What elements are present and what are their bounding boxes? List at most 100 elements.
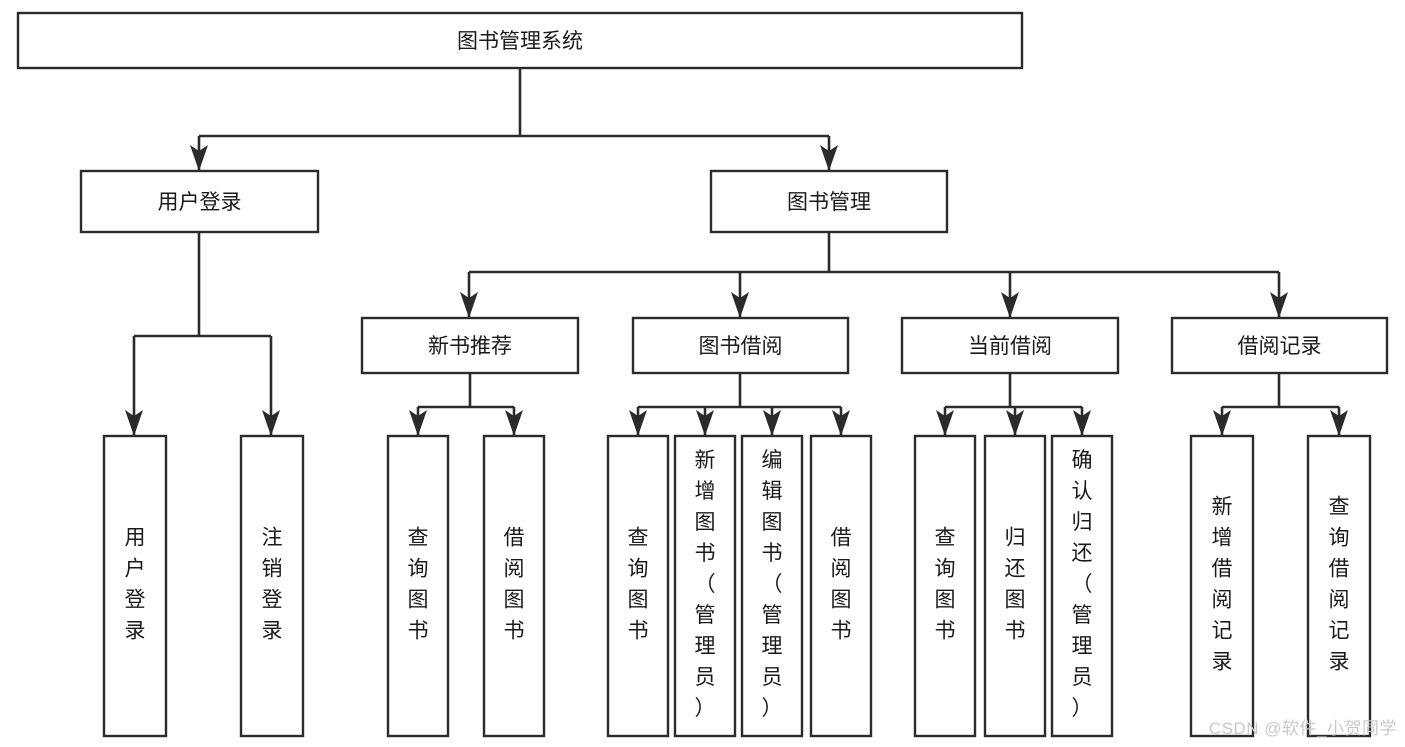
arrow-down-icon [1213, 410, 1231, 436]
node-user-login[interactable]: 用户登录 [79, 169, 320, 234]
node-label-char: 图 [408, 589, 429, 612]
node-label-char: 还 [1005, 558, 1026, 581]
node-leaf-borrow-do[interactable]: 借阅图书 [809, 434, 873, 738]
node-label: 图书管理系统 [457, 30, 583, 53]
node-label-char: 理 [1072, 635, 1093, 658]
node-layer: 图书管理系统用户登录图书管理新书推荐图书借阅当前借阅借阅记录用户登录注销登录查询… [16, 11, 1389, 738]
edge-book-manage-branch [460, 232, 1288, 318]
node-label: 用户登录 [158, 191, 242, 214]
node-label-char: 认 [1072, 480, 1093, 503]
node-label-char: 阅 [1212, 589, 1233, 612]
node-box[interactable] [1050, 434, 1114, 738]
node-box[interactable] [386, 434, 450, 738]
node-box[interactable] [631, 316, 850, 375]
node-box[interactable] [79, 169, 320, 234]
node-label: 查询图书 [628, 527, 649, 643]
node-leaf-borrow-query[interactable]: 查询图书 [606, 434, 670, 738]
node-root[interactable]: 图书管理系统 [16, 11, 1024, 70]
node-box[interactable] [239, 434, 305, 738]
node-label-char: 还 [1072, 542, 1093, 565]
node-box[interactable] [1189, 434, 1255, 738]
node-label: 确认归还（管理员） [1072, 449, 1093, 720]
node-box[interactable] [673, 434, 737, 738]
node-label: 新增借阅记录 [1212, 496, 1233, 674]
node-label-char: 图 [1005, 589, 1026, 612]
connector-layer [125, 68, 1348, 436]
node-leaf-cur-query[interactable]: 查询图书 [913, 434, 977, 738]
node-box[interactable] [809, 434, 873, 738]
edge-current-borrow-branch [936, 373, 1091, 436]
node-label: 用户登录 [125, 527, 146, 643]
node-label-char: 查 [935, 527, 956, 550]
node-leaf-logout[interactable]: 注销登录 [239, 434, 305, 738]
node-label: 借阅图书 [831, 527, 852, 643]
arrow-down-icon [820, 145, 838, 171]
node-leaf-rec-add[interactable]: 新增借阅记录 [1189, 434, 1255, 738]
arrow-down-icon [190, 145, 208, 171]
node-label-char: 登 [262, 589, 283, 612]
node-label: 当前借阅 [968, 335, 1052, 358]
node-leaf-rec-query2[interactable]: 查询借阅记录 [1306, 434, 1372, 738]
node-label-char: 员 [695, 666, 716, 689]
node-leaf-cur-confirm[interactable]: 确认归还（管理员） [1050, 434, 1114, 738]
node-label-char: 图 [695, 511, 716, 534]
arrow-down-icon [1330, 410, 1348, 436]
node-leaf-user-login[interactable]: 用户登录 [102, 434, 168, 738]
node-label-char: 编 [762, 449, 783, 472]
node-book-manage[interactable]: 图书管理 [709, 169, 949, 234]
node-box[interactable] [482, 434, 546, 738]
arrow-down-icon [505, 410, 523, 436]
node-new-book-rec[interactable]: 新书推荐 [360, 316, 580, 375]
node-label-char: 记 [1329, 620, 1350, 643]
node-current-borrow[interactable]: 当前借阅 [900, 316, 1120, 375]
node-label: 新书推荐 [428, 335, 512, 358]
node-label-char: 确 [1072, 449, 1093, 472]
node-box[interactable] [900, 316, 1120, 375]
arrow-down-icon [262, 410, 280, 436]
node-leaf-cur-return[interactable]: 归还图书 [983, 434, 1047, 738]
node-label: 归还图书 [1005, 527, 1026, 643]
node-box[interactable] [1306, 434, 1372, 738]
node-label-char: 录 [1329, 651, 1350, 674]
node-box[interactable] [913, 434, 977, 738]
node-label-char: 书 [628, 620, 649, 643]
node-label-char: 阅 [1329, 589, 1350, 612]
node-label-char: 查 [1329, 496, 1350, 519]
node-box[interactable] [983, 434, 1047, 738]
node-label-char: 阅 [504, 558, 525, 581]
node-box[interactable] [1170, 316, 1389, 375]
node-book-borrow[interactable]: 图书借阅 [631, 316, 850, 375]
node-box[interactable] [360, 316, 580, 375]
node-label-char: 询 [628, 558, 649, 581]
node-label-char: 销 [262, 558, 283, 581]
node-box[interactable] [16, 11, 1024, 70]
arrow-down-icon [460, 292, 478, 318]
node-label: 编辑图书（管理员） [762, 449, 783, 720]
node-leaf-rec-query[interactable]: 查询图书 [386, 434, 450, 738]
node-label-char: 理 [695, 635, 716, 658]
node-label-char: （ [1072, 573, 1093, 596]
node-label-char: 借 [1329, 558, 1350, 581]
node-label-char: 借 [504, 527, 525, 550]
arrow-down-icon [1270, 292, 1288, 318]
arrow-down-icon [696, 410, 714, 436]
node-box[interactable] [102, 434, 168, 738]
node-leaf-borrow-add[interactable]: 新增图书（管理员） [673, 434, 737, 738]
node-box[interactable] [606, 434, 670, 738]
node-label: 图书管理 [787, 191, 871, 214]
node-leaf-rec-borrow[interactable]: 借阅图书 [482, 434, 546, 738]
node-label-char: 书 [1005, 620, 1026, 643]
node-label-char: 归 [1072, 511, 1093, 534]
node-label-char: 管 [695, 604, 716, 627]
node-borrow-record[interactable]: 借阅记录 [1170, 316, 1389, 375]
node-leaf-borrow-edit[interactable]: 编辑图书（管理员） [740, 434, 804, 738]
node-label-char: ） [762, 697, 783, 720]
node-label-char: 询 [935, 558, 956, 581]
node-label-char: 录 [1212, 651, 1233, 674]
arrow-down-icon [1001, 292, 1019, 318]
node-box[interactable] [740, 434, 804, 738]
node-box[interactable] [709, 169, 949, 234]
edge-borrow-record-branch [1213, 373, 1348, 436]
